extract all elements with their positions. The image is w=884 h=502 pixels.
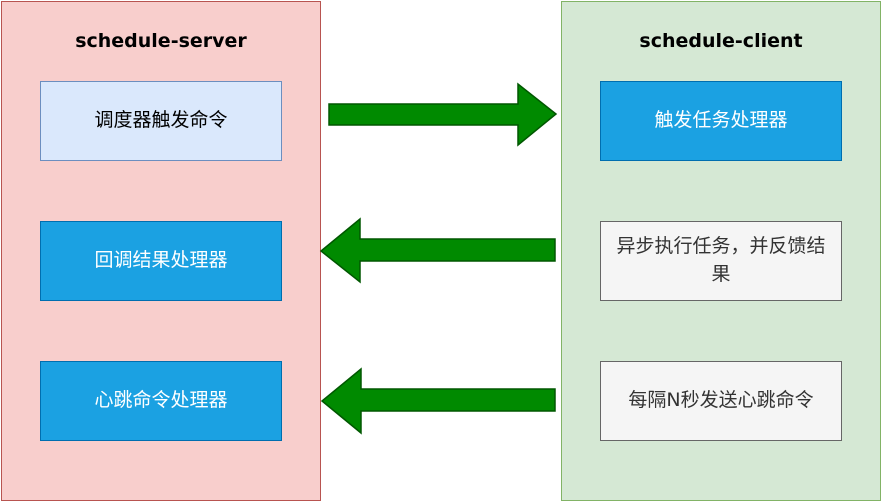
- server-panel-title: schedule-server: [75, 30, 247, 52]
- async-execute-task-box: 异步执行任务，并反馈结果: [600, 221, 842, 301]
- heartbeat-command-handler-label: 心跳命令处理器: [94, 389, 228, 412]
- client-panel-title: schedule-client: [639, 30, 803, 52]
- arrow-client-to-server-heartbeat: [320, 367, 556, 435]
- callback-result-handler-box: 回调结果处理器: [40, 221, 282, 301]
- heartbeat-command-handler-box: 心跳命令处理器: [40, 361, 282, 441]
- heartbeat-sender-box: 每隔N秒发送心跳命令: [600, 361, 842, 441]
- scheduler-trigger-command-label: 调度器触发命令: [94, 109, 228, 132]
- async-execute-task-label: 异步执行任务，并反馈结果: [616, 235, 826, 285]
- trigger-task-handler-label: 触发任务处理器: [654, 109, 788, 132]
- heartbeat-sender-label: 每隔N秒发送心跳命令: [628, 389, 814, 412]
- callback-result-handler-label: 回调结果处理器: [94, 249, 228, 272]
- arrow-client-to-server-callback: [319, 217, 556, 284]
- trigger-task-handler-box: 触发任务处理器: [600, 81, 842, 161]
- scheduler-trigger-command-box: 调度器触发命令: [40, 81, 282, 161]
- arrow-server-to-client: [328, 82, 558, 147]
